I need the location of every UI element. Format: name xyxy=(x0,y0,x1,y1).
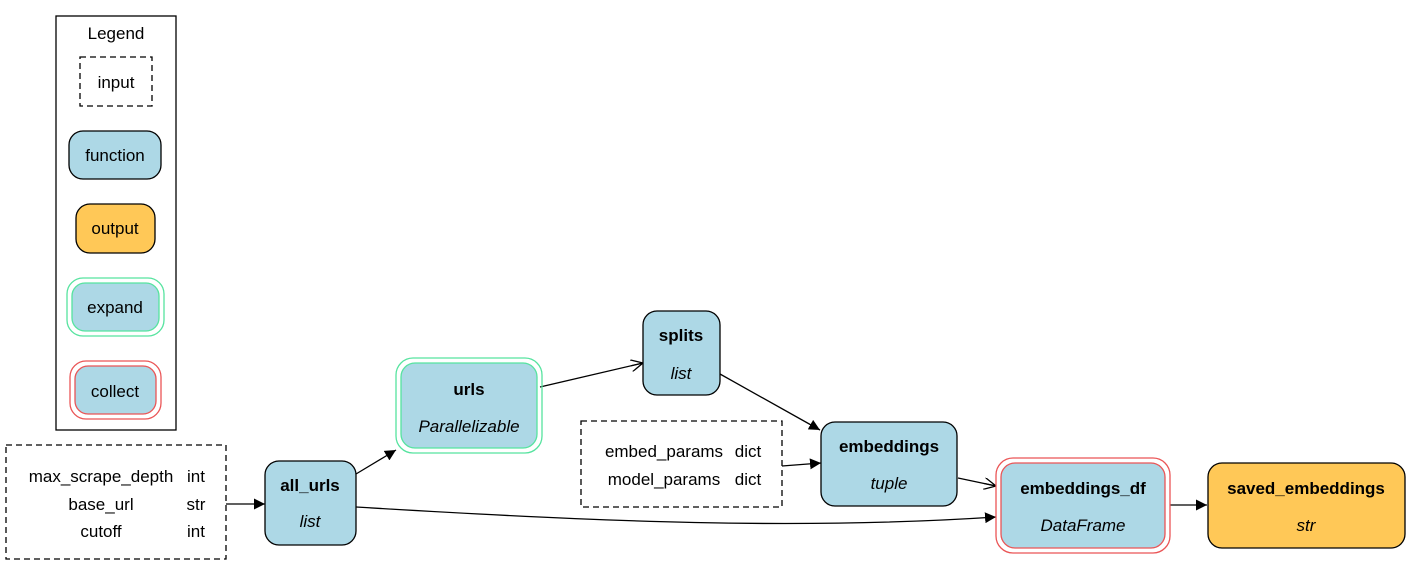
input-name: cutoff xyxy=(80,522,122,541)
legend-function-swatch xyxy=(68,130,162,180)
legend-title: Legend xyxy=(88,24,145,43)
urls-type: Parallelizable xyxy=(418,417,519,436)
node-saved-embeddings[interactable]: saved_embeddings str xyxy=(1207,462,1406,549)
input-name: embed_params xyxy=(605,442,723,461)
edge-params-to-embeddings xyxy=(781,458,822,470)
all-urls-type: list xyxy=(300,512,322,531)
splits-type: list xyxy=(671,364,693,383)
node-urls[interactable]: urls Parallelizable xyxy=(395,357,543,454)
all-urls-box xyxy=(264,460,357,546)
node-splits[interactable]: splits list xyxy=(642,310,721,396)
legend-input-swatch xyxy=(79,56,153,107)
embeddings-type: tuple xyxy=(871,474,908,493)
input-name: max_scrape_depth xyxy=(29,467,174,486)
urls-outer-border xyxy=(395,357,543,454)
input-name: model_params xyxy=(608,470,720,489)
legend-function-label: function xyxy=(85,146,145,165)
embeddings-df-box xyxy=(1000,462,1166,549)
legend-frame xyxy=(55,15,177,431)
edge-splits-to-embeddings xyxy=(719,373,821,431)
edge-all-urls-to-urls xyxy=(355,449,397,475)
edges xyxy=(226,363,1207,525)
all-urls-name: all_urls xyxy=(280,476,340,495)
urls-box xyxy=(400,362,538,449)
input-type: dict xyxy=(735,442,762,461)
input-type: int xyxy=(187,522,205,541)
input-name: base_url xyxy=(68,495,133,514)
node-embeddings-df[interactable]: embeddings_df DataFrame xyxy=(995,457,1171,554)
splits-box xyxy=(642,310,721,396)
legend-input-label: input xyxy=(98,73,135,92)
urls-name: urls xyxy=(453,380,484,399)
legend-collect-label: collect xyxy=(91,382,139,401)
legend-expand-swatch xyxy=(71,282,160,332)
edge-urls-to-splits xyxy=(539,363,643,388)
legend-collect-outer xyxy=(69,360,162,420)
input-type: dict xyxy=(735,470,762,489)
input-type: str xyxy=(187,495,206,514)
input-type: int xyxy=(187,467,205,486)
legend-output-swatch xyxy=(75,203,156,254)
saved-embeddings-name: saved_embeddings xyxy=(1227,479,1385,498)
legend-output-label: output xyxy=(91,219,139,238)
inputs-left-box xyxy=(5,444,227,560)
legend-expand-label: expand xyxy=(87,298,143,317)
legend-expand-outer xyxy=(66,277,165,337)
inputs-mid-box xyxy=(580,420,783,508)
node-inputs-left: max_scrape_depth int base_url str cutoff… xyxy=(5,444,227,560)
embeddings-name: embeddings xyxy=(839,437,939,456)
legend-collect-swatch xyxy=(74,365,157,415)
node-inputs-mid: embed_params dict model_params dict xyxy=(580,420,783,508)
embeddings-df-name: embeddings_df xyxy=(1020,479,1146,498)
edge-all-urls-to-embeddings-df xyxy=(355,506,997,525)
embeddings-box xyxy=(820,421,958,507)
embeddings-df-type: DataFrame xyxy=(1040,516,1125,535)
edge-embeddings-to-embeddings-df xyxy=(957,477,996,486)
splits-name: splits xyxy=(659,326,703,345)
node-embeddings[interactable]: embeddings tuple xyxy=(820,421,958,507)
embeddings-df-outer-border xyxy=(995,457,1171,554)
legend: Legend input function output expand coll… xyxy=(55,15,177,431)
saved-embeddings-box xyxy=(1207,462,1406,549)
node-all-urls[interactable]: all_urls list xyxy=(264,460,357,546)
saved-embeddings-type: str xyxy=(1297,516,1317,535)
